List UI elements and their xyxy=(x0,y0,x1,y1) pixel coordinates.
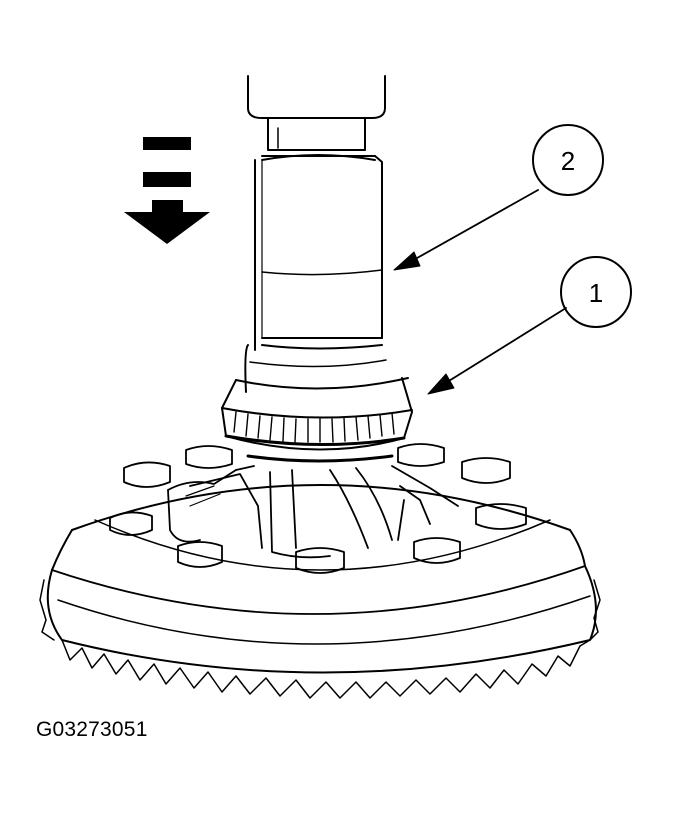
callout-1-label: 1 xyxy=(589,278,603,308)
ring-gear-assembly xyxy=(39,443,601,699)
figure-id-code: G03273051 xyxy=(36,718,148,741)
press-ram xyxy=(247,75,386,151)
callout-2: 2 xyxy=(532,124,604,196)
callout-2-label: 2 xyxy=(561,146,575,176)
bearing-cone xyxy=(221,377,413,463)
leader-arrow-1 xyxy=(427,307,567,395)
installer-tool xyxy=(244,154,387,393)
down-arrow-icon xyxy=(124,137,210,244)
callout-1: 1 xyxy=(560,256,632,328)
leader-arrow-2 xyxy=(393,189,539,271)
